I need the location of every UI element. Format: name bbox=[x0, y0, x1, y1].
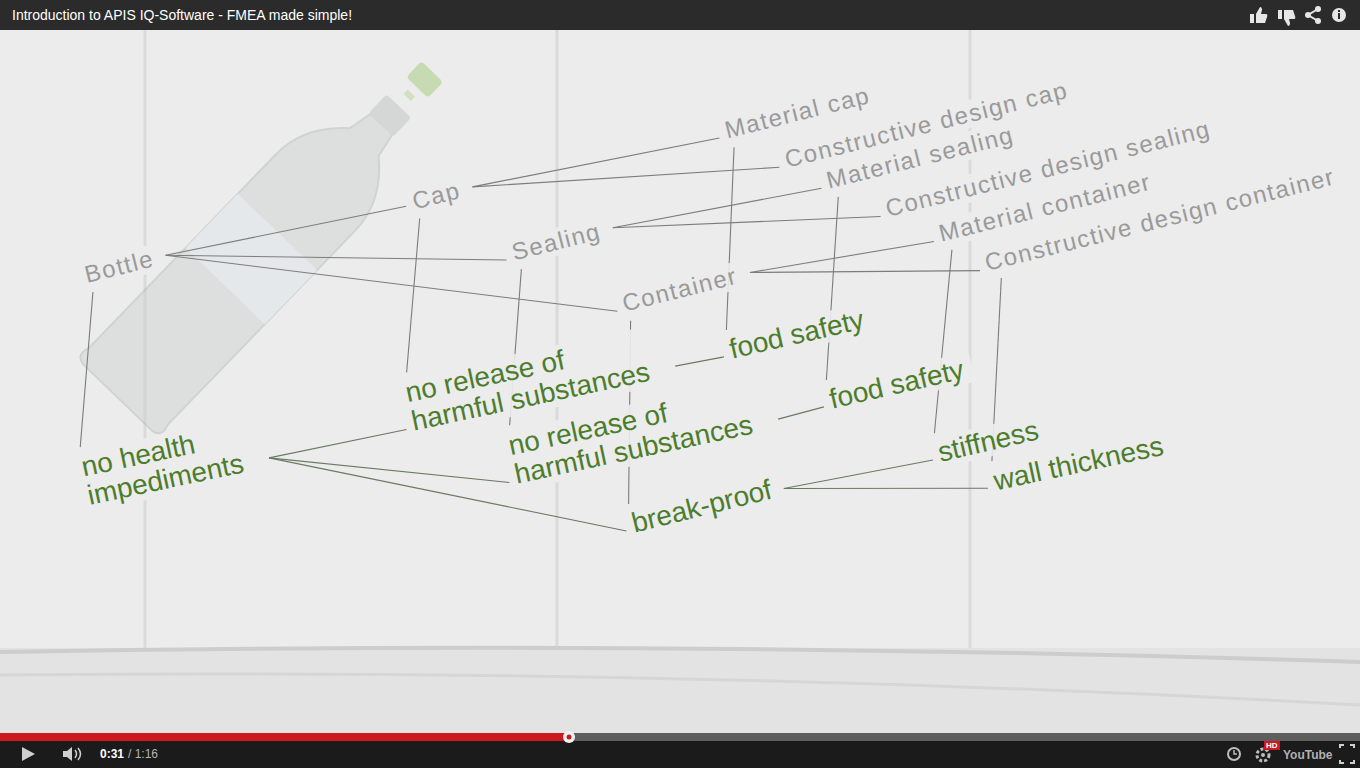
fullscreen-icon bbox=[1340, 745, 1354, 763]
wall-seam bbox=[556, 30, 559, 648]
volume-icon bbox=[63, 747, 72, 761]
node-text: Sealing bbox=[509, 217, 610, 266]
title-bar-icons bbox=[1250, 6, 1346, 26]
node-text: Container bbox=[620, 261, 747, 317]
structure-element: Bottle bbox=[79, 243, 165, 290]
progress-played bbox=[0, 733, 569, 741]
connector-line bbox=[750, 241, 934, 272]
floor bbox=[0, 648, 1360, 733]
structure-element: Sealing bbox=[506, 215, 613, 267]
connector-line bbox=[750, 271, 980, 273]
progress-track bbox=[0, 733, 1360, 741]
floor-edge bbox=[0, 674, 1360, 705]
progress-knob bbox=[563, 731, 575, 743]
control-bar bbox=[0, 741, 1360, 768]
settings-icon bbox=[1257, 749, 1269, 761]
connector-line bbox=[166, 206, 407, 255]
function-label: no health impediments bbox=[76, 414, 269, 512]
connector-line bbox=[613, 216, 881, 227]
function-label: break-proof bbox=[625, 471, 783, 539]
connector-line bbox=[166, 255, 618, 311]
node-text: Bottle bbox=[82, 244, 162, 288]
connector-line bbox=[269, 429, 406, 457]
connector-line bbox=[826, 197, 838, 380]
structure-element: Cap bbox=[406, 174, 472, 216]
connector-line bbox=[778, 407, 824, 419]
node-text: no health impediments bbox=[79, 416, 265, 511]
play-icon bbox=[22, 747, 35, 761]
connector-line bbox=[784, 488, 988, 489]
connector-line bbox=[472, 138, 719, 187]
node-text: break-proof bbox=[628, 473, 780, 538]
connector-line bbox=[166, 255, 507, 260]
volume-icon bbox=[75, 748, 81, 760]
connector-line bbox=[675, 357, 724, 366]
hd-badge: HD bbox=[1264, 741, 1280, 750]
progress-knob bbox=[567, 735, 572, 740]
time-display: / 1:16 bbox=[128, 747, 158, 761]
function-label: food safety bbox=[723, 301, 875, 365]
node-text: Cap bbox=[409, 176, 469, 215]
video-title: Introduction to APIS IQ-Software - FMEA … bbox=[12, 7, 352, 23]
connector-line bbox=[613, 188, 822, 227]
connector-line bbox=[934, 250, 952, 434]
connector-line bbox=[784, 460, 933, 489]
watch-later-icon bbox=[1228, 748, 1240, 760]
floor-edge bbox=[0, 648, 1360, 662]
watch-later-icon bbox=[1234, 750, 1237, 754]
structure-element: Container bbox=[616, 260, 749, 319]
connector-line bbox=[407, 219, 420, 373]
logo-text: YouTube bbox=[1283, 748, 1333, 762]
node-text: food safety bbox=[726, 303, 872, 364]
time-display: 0:31 bbox=[100, 747, 124, 761]
node-text: food safety bbox=[826, 353, 972, 414]
settings-icon bbox=[1261, 753, 1265, 757]
connector-line bbox=[80, 292, 93, 447]
connector-line bbox=[269, 458, 509, 483]
connector-line bbox=[726, 147, 734, 330]
title-bar bbox=[0, 0, 1360, 30]
function-label: food safety bbox=[823, 351, 975, 415]
